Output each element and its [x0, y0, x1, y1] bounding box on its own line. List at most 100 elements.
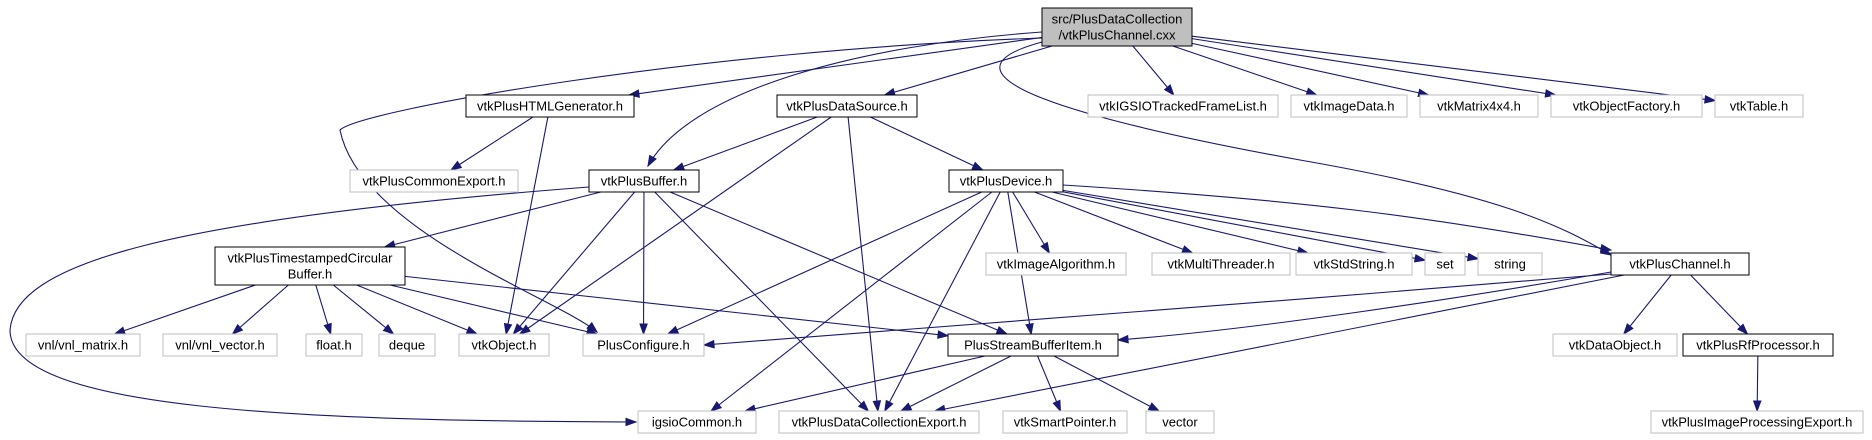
node-label: src/PlusDataCollection — [1052, 12, 1183, 27]
node-dcexport: vtkPlusDataCollectionExport.h — [778, 410, 980, 434]
edge-buffer-to-streambufferitem — [669, 191, 1009, 335]
edge-arrowhead — [1737, 323, 1749, 336]
edge-arrowhead — [586, 321, 599, 333]
node-label: set — [1436, 257, 1454, 272]
node-streambufferitem[interactable]: PlusStreamBufferItem.h — [947, 333, 1119, 357]
node-smartpointer: vtkSmartPointer.h — [1002, 410, 1128, 434]
edge-arrowhead — [1622, 323, 1634, 336]
node-vector: vector — [1145, 410, 1215, 434]
node-box — [1041, 7, 1193, 47]
node-root[interactable]: src/PlusDataCollection/vtkPlusChannel.cx… — [1041, 7, 1193, 47]
edge-arrowhead — [503, 322, 513, 336]
node-ipexport: vtkPlusImageProcessingExport.h — [1650, 410, 1864, 434]
node-label: igsioCommon.h — [652, 415, 742, 430]
edge-line — [339, 37, 1043, 333]
node-igsiotfl: vtkIGSIOTrackedFrameList.h — [1087, 94, 1279, 118]
edge-arrowhead — [625, 417, 638, 427]
edge-arrowhead — [1040, 241, 1051, 255]
edge-line — [384, 191, 601, 248]
edge-arrowhead — [1147, 402, 1161, 412]
edge-arrowhead — [1599, 243, 1613, 253]
node-label: Buffer.h — [288, 267, 333, 282]
edge-timestamped-to-float — [315, 284, 332, 336]
node-table: vtkTable.h — [1714, 94, 1804, 118]
edge-htmlgen-to-vtkobject — [503, 116, 549, 336]
edge-line — [1053, 355, 1160, 412]
node-label: deque — [389, 338, 425, 353]
node-label: vtkObjectFactory.h — [1573, 99, 1680, 114]
edge-line — [232, 284, 289, 335]
node-box — [1151, 252, 1291, 276]
edge-arrowhead — [666, 325, 680, 335]
edge-channel-to-rfprocessor — [1690, 274, 1749, 336]
node-deque: deque — [378, 333, 436, 357]
edge-buffer-to-plusconfigure — [639, 191, 648, 336]
edge-line — [703, 273, 1612, 346]
edge-line — [1623, 274, 1672, 335]
node-label: vtkMultiThreader.h — [1168, 257, 1275, 272]
edge-line — [1062, 191, 1426, 261]
edge-line — [519, 116, 832, 335]
edge-line — [647, 31, 1043, 167]
edge-arrowhead — [971, 161, 985, 171]
node-label: vtkSmartPointer.h — [1014, 415, 1117, 430]
node-box — [465, 94, 635, 118]
edge-line — [512, 191, 636, 335]
node-box — [1290, 94, 1408, 118]
edge-device-to-igsiocommon — [709, 191, 993, 412]
node-box — [776, 94, 918, 118]
node-buffer[interactable]: vtkPlusBuffer.h — [588, 169, 700, 193]
node-stdstring: vtkStdString.h — [1295, 252, 1413, 276]
node-box — [162, 333, 278, 357]
node-datasource[interactable]: vtkPlusDataSource.h — [776, 94, 918, 118]
node-box — [947, 333, 1119, 357]
edge-timestamped-to-vnlvector — [231, 284, 289, 335]
edge-arrowhead — [1052, 399, 1061, 413]
node-device[interactable]: vtkPlusDevice.h — [948, 169, 1064, 193]
node-box — [1682, 333, 1834, 357]
node-label: string — [1494, 257, 1526, 272]
edge-line — [1062, 184, 1612, 251]
node-vnlmatrix: vnl/vnl_matrix.h — [25, 333, 141, 357]
node-htmlgen[interactable]: vtkPlusHTMLGenerator.h — [465, 94, 635, 118]
node-box — [305, 333, 363, 357]
node-label: vtkPlusBuffer.h — [601, 174, 687, 189]
edge-buffer-to-vtkobject — [512, 191, 636, 336]
edge-device-to-channel — [1062, 184, 1613, 253]
node-box — [1552, 333, 1678, 357]
edge-arrowhead — [709, 401, 723, 412]
edge-line — [1132, 45, 1175, 96]
node-label: vtkDataObject.h — [1569, 338, 1662, 353]
edge-line — [404, 275, 949, 337]
edge-line — [1690, 274, 1748, 335]
edge-channel-to-streambufferitem — [1116, 271, 1612, 344]
edge-datasource-to-vtkobject — [518, 116, 832, 335]
edge-arrowhead — [518, 324, 531, 335]
edge-root-to-channel — [999, 41, 1613, 256]
node-float: float.h — [305, 333, 363, 357]
edge-line — [669, 191, 1008, 335]
edge-arrowhead — [1181, 245, 1194, 254]
edge-root-to-objfactory — [1191, 38, 1558, 98]
node-rfprocessor[interactable]: vtkPlusRfProcessor.h — [1682, 333, 1834, 357]
edge-root-to-plusconfigure — [339, 37, 1043, 333]
node-box — [1477, 252, 1543, 276]
node-channel[interactable]: vtkPlusChannel.h — [1610, 252, 1750, 276]
node-multithreader: vtkMultiThreader.h — [1151, 252, 1291, 276]
node-box — [1087, 94, 1279, 118]
edge-arrowhead — [857, 400, 870, 413]
node-box — [1419, 94, 1539, 118]
node-imgalgo: vtkImageAlgorithm.h — [985, 252, 1127, 276]
node-label: vtkIGSIOTrackedFrameList.h — [1099, 99, 1267, 114]
edge-arrowhead — [449, 160, 463, 171]
edge-arrowhead — [512, 323, 524, 336]
node-imagedata: vtkImageData.h — [1290, 94, 1408, 118]
edge-line — [332, 284, 394, 335]
edge-device-to-plusconfigure — [666, 191, 982, 335]
node-commonexport: vtkPlusCommonExport.h — [349, 169, 519, 193]
edge-arrowhead — [702, 339, 715, 349]
edge-channel-to-dataobject — [1622, 274, 1672, 336]
edge-line — [710, 191, 993, 412]
